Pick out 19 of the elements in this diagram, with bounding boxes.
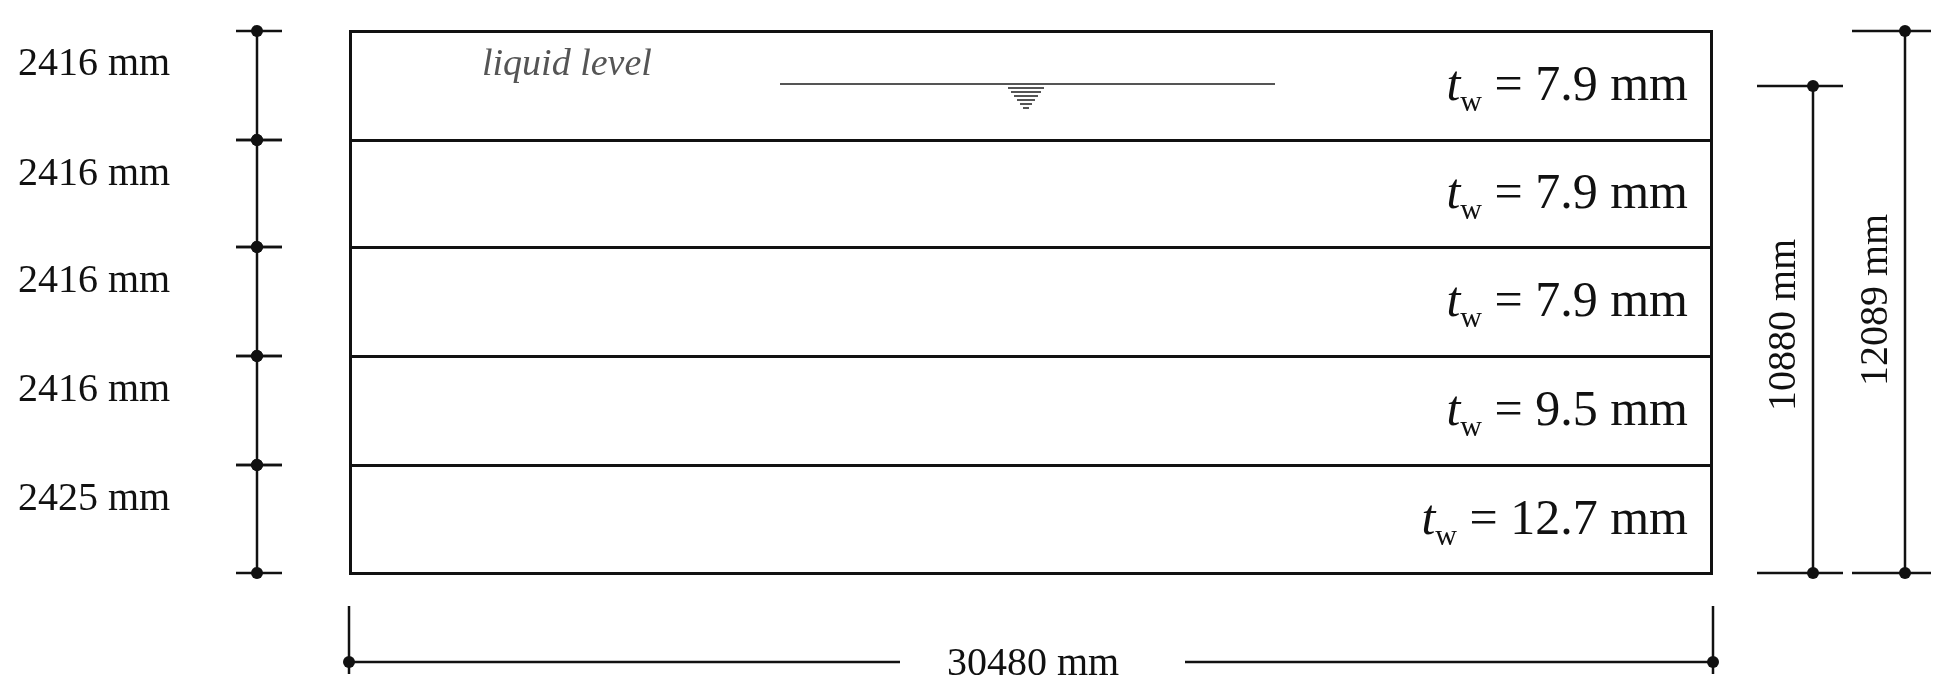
thickness-label: t$_{w}$ = 7.9 mm (1446, 162, 1688, 226)
tank-course (349, 464, 1713, 575)
dimension-label: 2416 mm (18, 364, 171, 411)
thickness-label: t$_{w}$ = 12.7 mm (1421, 487, 1688, 552)
tank-course (349, 30, 1713, 142)
tank-course (349, 355, 1713, 467)
tank-course (349, 139, 1713, 249)
dimension-label: 2425 mm (18, 473, 171, 520)
dimension-label: 2416 mm (18, 148, 171, 195)
thickness-label: t$_{w}$ = 7.9 mm (1446, 270, 1688, 334)
dimension-label: 2416 mm (18, 255, 171, 302)
thickness-label: t$_{w}$ = 9.5 mm (1446, 379, 1688, 443)
dimension-label: 10880 mm (1757, 238, 1805, 412)
dimension-label: 30480 mm (946, 638, 1120, 685)
dimension-label: 2416 mm (18, 38, 171, 85)
thickness-label: t$_{w}$ = 7.9 mm (1446, 54, 1688, 118)
dimension-label: 12089 mm (1849, 213, 1897, 387)
tank-course (349, 246, 1713, 358)
liquid-level-label: liquid level (482, 40, 652, 84)
